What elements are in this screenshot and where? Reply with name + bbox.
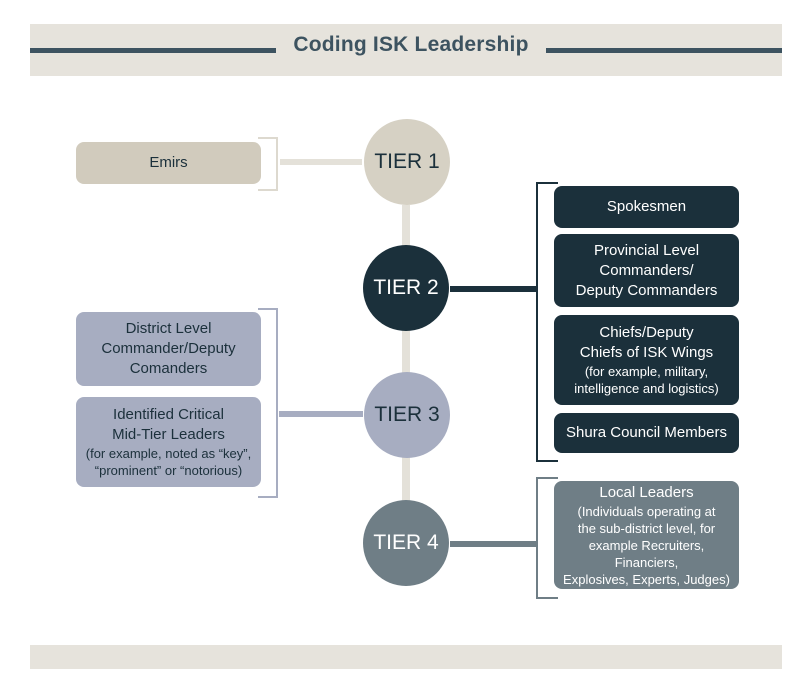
role-midtier-note-1: (for example, noted as “key”, [85, 446, 252, 461]
tier3-connector [279, 411, 363, 417]
role-provincial-line-2: Commanders/ [599, 261, 694, 279]
tier3-label: TIER 3 [374, 403, 440, 426]
role-provincial-line-1: Provincial Level [593, 241, 700, 259]
role-midtier-line-2: Mid-Tier Leaders [112, 426, 225, 443]
tier4-label: TIER 4 [373, 531, 439, 554]
role-box-shura-council: Shura Council Members [554, 413, 739, 453]
role-emirs-line-1: Emirs [149, 154, 188, 171]
role-local-note-4: Explosives, Experts, Judges) [563, 571, 730, 587]
role-box-spokesmen: Spokesmen [554, 186, 739, 228]
role-local-note-3: example Recruiters, Financiers, [588, 537, 705, 570]
role-chiefs-note-2: intelligence and logistics) [574, 381, 719, 396]
role-local-note-1: (Individuals operating at [577, 503, 716, 519]
role-district-line-1: District Level [125, 320, 212, 337]
role-district-line-3: Comanders [129, 360, 208, 377]
role-box-wing-chiefs: Chiefs/Deputy Chiefs of ISK Wings (for e… [554, 315, 739, 405]
tier3-circle: TIER 3 [364, 372, 450, 458]
tier2-circle: TIER 2 [363, 245, 449, 331]
tier3-bracket [258, 308, 278, 498]
role-spokesmen-line-1: Spokesmen [606, 198, 687, 215]
role-local-note-2: the sub-district level, for [577, 520, 716, 536]
title-rule-right [546, 48, 782, 53]
tier4-bracket [536, 477, 558, 599]
role-provincial-line-3: Deputy Commanders [575, 281, 718, 299]
role-chiefs-line-2: Chiefs of ISK Wings [579, 344, 714, 361]
footer-band [30, 645, 782, 669]
role-local-line-1: Local Leaders [599, 483, 694, 501]
role-box-emirs: Emirs [76, 142, 261, 184]
tier4-connector [450, 541, 536, 547]
role-box-district-commanders: District Level Commander/Deputy Comander… [76, 312, 261, 386]
role-box-provincial-commanders: Provincial Level Commanders/ Deputy Comm… [554, 234, 739, 307]
tier2-connector [450, 286, 536, 292]
tier1-label: TIER 1 [374, 150, 440, 173]
title-rule-left [30, 48, 276, 53]
role-box-local-leaders: Local Leaders (Individuals operating at … [554, 481, 739, 589]
tier1-circle: TIER 1 [364, 119, 450, 205]
role-midtier-line-1: Identified Critical [113, 406, 224, 423]
role-shura-line-1: Shura Council Members [566, 424, 727, 441]
role-district-line-2: Commander/Deputy [101, 340, 236, 357]
role-chiefs-note-1: (for example, military, [584, 364, 709, 379]
role-chiefs-line-1: Chiefs/Deputy [599, 324, 694, 341]
role-midtier-note-2: “prominent” or “notorious) [94, 463, 243, 478]
tier1-bracket [258, 137, 278, 191]
role-box-mid-tier-leaders: Identified Critical Mid-Tier Leaders (fo… [76, 397, 261, 487]
tier1-connector [280, 159, 362, 165]
tier2-label: TIER 2 [373, 276, 439, 299]
diagram-title: Coding ISK Leadership [293, 33, 529, 56]
tier4-circle: TIER 4 [363, 500, 449, 586]
tier2-bracket [536, 182, 558, 462]
